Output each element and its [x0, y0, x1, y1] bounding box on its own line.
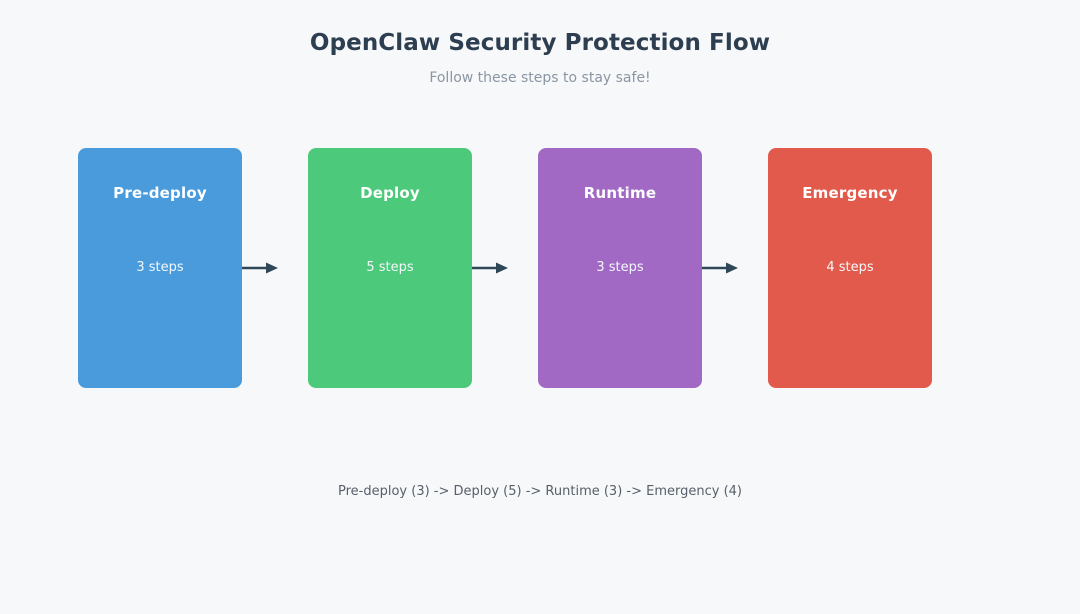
stage-card-pre-deploy[interactable]: Pre-deploy 3 steps	[78, 148, 242, 388]
stage-step-count: 5 steps	[366, 260, 414, 275]
stage-step-count: 4 steps	[826, 260, 874, 275]
page-subtitle: Follow these steps to stay safe!	[429, 70, 651, 86]
stage-card-deploy[interactable]: Deploy 5 steps	[308, 148, 472, 388]
connector-arrow-3	[702, 148, 768, 388]
connector-arrow-1	[242, 148, 308, 388]
connector-arrow-2	[472, 148, 538, 388]
stage-step-count: 3 steps	[136, 260, 184, 275]
stage-step-count: 3 steps	[596, 260, 644, 275]
page-title: OpenClaw Security Protection Flow	[309, 30, 771, 56]
flow-stage-row: Pre-deploy 3 steps Deploy 5 steps Runtim…	[78, 148, 1002, 388]
header: OpenClaw Security Protection Flow Follow…	[0, 0, 1080, 86]
stage-title: Runtime	[583, 184, 657, 202]
stage-title: Deploy	[360, 184, 420, 202]
stage-title: Pre-deploy	[113, 184, 207, 202]
arrow-right-icon	[702, 262, 738, 274]
stage-card-runtime[interactable]: Runtime 3 steps	[538, 148, 702, 388]
stage-card-emergency[interactable]: Emergency 4 steps	[768, 148, 932, 388]
arrow-right-icon	[242, 262, 278, 274]
flow-summary-caption: Pre-deploy (3) -> Deploy (5) -> Runtime …	[338, 484, 742, 499]
arrow-right-icon	[472, 262, 508, 274]
stage-title: Emergency	[802, 184, 898, 202]
